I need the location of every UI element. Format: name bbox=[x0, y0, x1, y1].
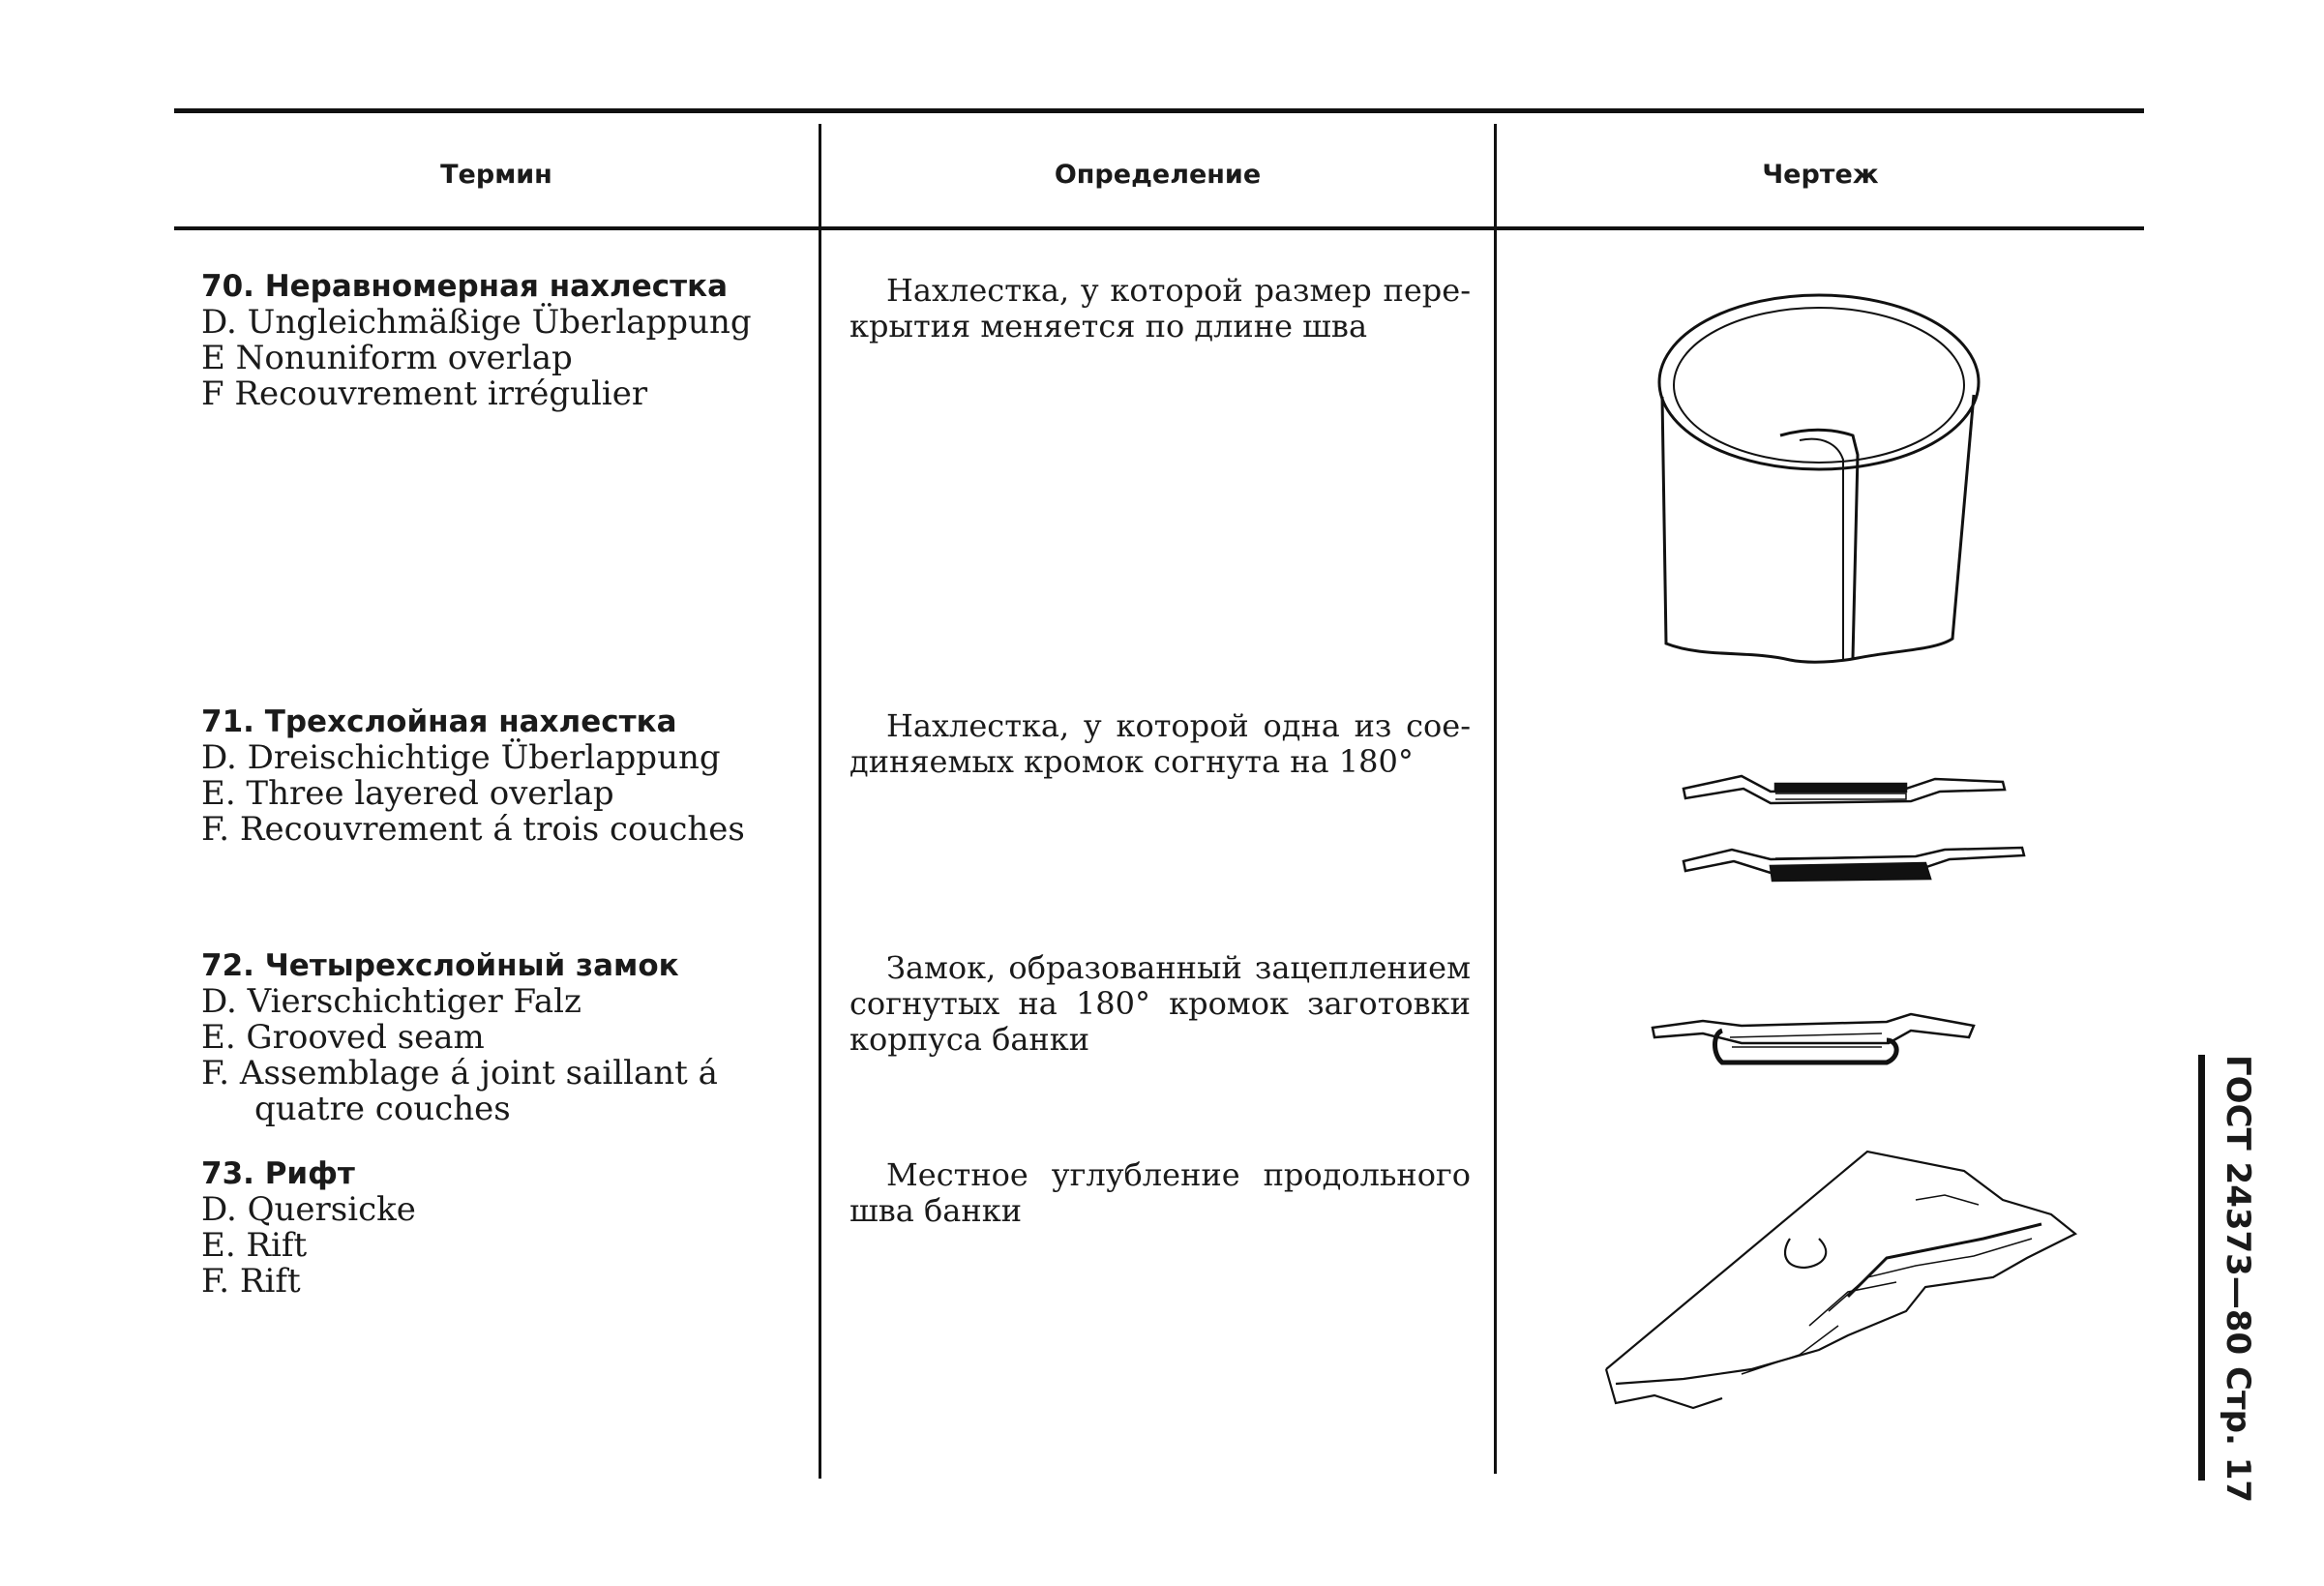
term-german: D. Vierschichtiger Falz bbox=[201, 982, 581, 1021]
standard-page-label: ГОСТ 24373—80 Стр. 17 bbox=[2219, 1055, 2257, 1504]
definition-73: Местное углубление продольного шва банки bbox=[849, 1156, 1471, 1229]
term-english: E. Grooved seam bbox=[201, 1018, 485, 1057]
term-title: 73. Рифт bbox=[201, 1156, 355, 1191]
term-french: F Recouvrement irrégulier bbox=[201, 374, 648, 413]
term-title: 72. Четырехслойный замок bbox=[201, 948, 679, 983]
term-german: D. Ungleichmäßige Überlappung bbox=[201, 303, 752, 342]
term-72: 72. Четырехслойный замок D. Vierschichti… bbox=[201, 948, 811, 1127]
header-definition: Определение bbox=[1054, 160, 1262, 190]
table-top-rule bbox=[174, 108, 2144, 113]
term-german: D. Quersicke bbox=[201, 1190, 416, 1229]
cylinder-overlap-seam-drawing bbox=[1657, 293, 1981, 664]
term-french: F. Recouvrement á trois couches bbox=[201, 810, 745, 849]
side-rule bbox=[2198, 1055, 2205, 1481]
definition-70: Нахлестка, у которой размер пере-крытия … bbox=[849, 272, 1471, 344]
term-73: 73. Рифт D. Quersicke E. Rift F. Rift bbox=[201, 1156, 811, 1300]
term-english: E. Three layered overlap bbox=[201, 774, 614, 813]
term-english: E. Rift bbox=[201, 1226, 308, 1265]
column-divider-1 bbox=[819, 124, 821, 1479]
header-drawing: Чертеж bbox=[1762, 160, 1879, 190]
column-divider-2 bbox=[1494, 124, 1497, 1474]
table-header-rule bbox=[174, 226, 2144, 230]
term-title: 70. Неравномерная нахлестка bbox=[201, 269, 729, 304]
term-french: F. Assemblage á joint saillant á quatre … bbox=[201, 1054, 718, 1128]
four-layer-lock-drawing bbox=[1651, 1012, 1976, 1065]
term-title: 71. Трехслойная нахлестка bbox=[201, 704, 677, 739]
rift-seam-drawing bbox=[1604, 1150, 2078, 1410]
term-english: E Nonuniform overlap bbox=[201, 339, 573, 377]
header-term: Термин bbox=[440, 160, 552, 190]
term-71: 71. Трехслойная нахлестка D. Dreischicht… bbox=[201, 704, 811, 848]
definition-71: Нахлестка, у которой одна из сое-диняемы… bbox=[849, 707, 1471, 780]
three-layer-overlap-drawing bbox=[1682, 774, 2026, 883]
term-german: D. Dreischichtige Überlappung bbox=[201, 738, 721, 777]
term-70: 70. Неравномерная нахлестка D. Ungleichm… bbox=[201, 269, 811, 412]
term-french: F. Rift bbox=[201, 1262, 301, 1301]
definition-72: Замок, образованный зацеплением согнутых… bbox=[849, 949, 1471, 1058]
